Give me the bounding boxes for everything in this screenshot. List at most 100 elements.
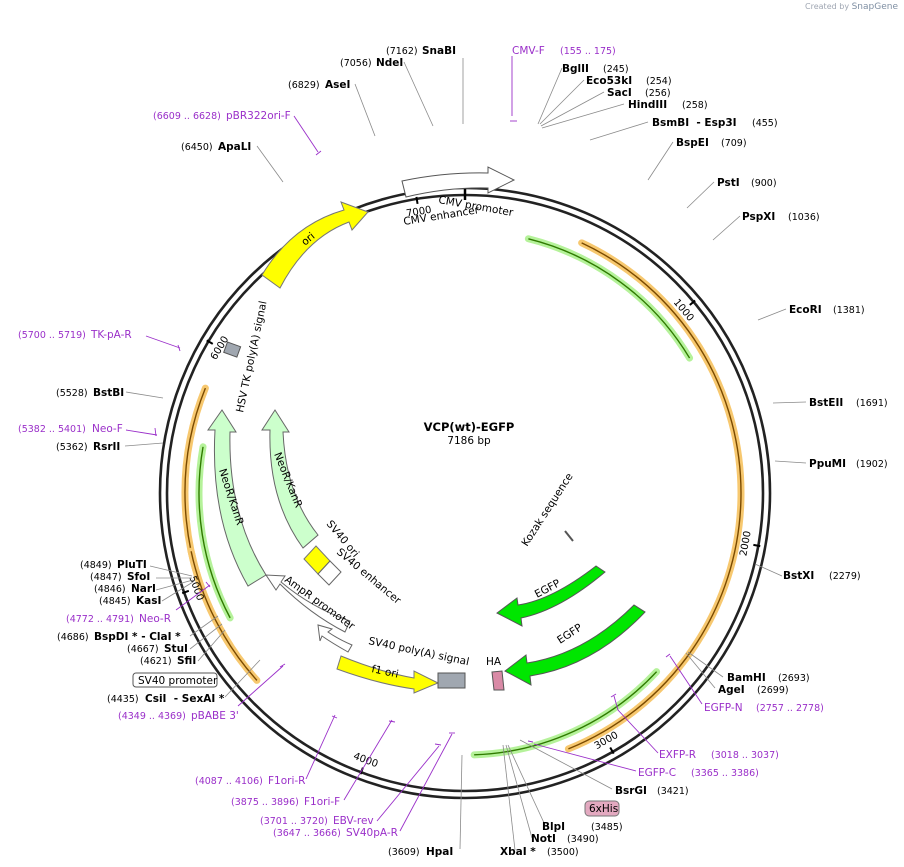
ampr-promoter-label: AmpR promoter [282, 574, 357, 633]
enzyme-name: HpaI [426, 846, 453, 858]
enzyme-pos: (5528) [56, 388, 88, 399]
primer-range: (5700 .. 5719) [18, 330, 86, 341]
enzyme-pos: (5362) [56, 442, 88, 453]
enzyme-pos: (3490) [567, 834, 599, 845]
primer-name: SV40pA-R [346, 827, 398, 839]
enzyme-name: BsrGI [615, 785, 647, 797]
egfp-arrow-1 [496, 565, 606, 627]
tick-mark [181, 589, 190, 595]
enzyme-pos: (4621) [140, 656, 172, 667]
sv40-enhancer-label: SV40 enhancer [334, 546, 403, 607]
enzyme-name: RsrII [93, 441, 120, 453]
enzyme-pos: (7056) [340, 58, 372, 69]
enzyme-name: PspXI [742, 211, 775, 223]
tick-label: 4000 [352, 751, 380, 770]
his-tag-box [584, 800, 620, 817]
enzyme-pos: (1902) [856, 459, 888, 470]
primer-name: EGFP-C [638, 767, 676, 779]
neo-outer-arrow [207, 409, 267, 587]
orf-main-line [568, 242, 742, 750]
enzyme-pos: (4847) [90, 572, 122, 583]
egfp-label-2: EGFP [555, 622, 584, 647]
enzyme-name: XbaI * [500, 846, 536, 858]
plasmid-length: 7186 bp [447, 435, 491, 447]
primer-range: (3701 .. 3720) [260, 816, 328, 827]
sv40-promoter-box [132, 672, 218, 688]
enzyme-name: PstI [717, 177, 740, 189]
enzyme-name: BsmBI - Esp3I [652, 117, 737, 129]
enzyme-name: BamHI [727, 672, 766, 684]
enzyme-pos: (2693) [778, 673, 810, 684]
tick-mark [689, 299, 696, 306]
primer-name: Neo-F [92, 423, 123, 435]
enzyme-pos: (1381) [833, 305, 865, 316]
enzyme-name: SfiI [177, 655, 196, 667]
enzyme-pos: (709) [721, 138, 747, 149]
enzyme-name: BstBI [93, 387, 124, 399]
enzyme-name: PpuMI [809, 458, 846, 470]
ha-block [491, 670, 505, 691]
sv40-promoter-label: SV40 promoter [138, 675, 218, 687]
enzyme-pos: (3500) [547, 847, 579, 858]
enzyme-name: AgeI [718, 684, 745, 696]
enzyme-name: KasI [136, 595, 161, 607]
sv40-enhancer-block [317, 560, 342, 586]
primer-name: F1ori-F [304, 796, 340, 808]
ha-label: HA [486, 656, 502, 668]
enzyme-pos: (1036) [788, 212, 820, 223]
enzyme-pos: (254) [646, 76, 672, 87]
primer-range: (2757 .. 2778) [756, 703, 824, 714]
primer-name: EBV-rev [333, 815, 374, 827]
primer-name: pBR322ori-F [226, 110, 291, 122]
enzyme-name: AseI [325, 79, 350, 91]
plasmid-name: VCP(wt)-EGFP [424, 420, 515, 434]
enzyme-pos: (4845) [99, 596, 131, 607]
enzyme-name: NotI [531, 833, 556, 845]
enzyme-pos: (900) [751, 178, 777, 189]
ampr-promoter-arrow [265, 574, 351, 633]
credit-prefix: Created by [805, 2, 850, 11]
enzyme-pos: (258) [682, 100, 708, 111]
enzyme-name: StuI [164, 643, 188, 655]
tick-label: 5000 [186, 575, 205, 603]
enzyme-name: EcoRI [789, 304, 822, 316]
f1-ori-arrow [336, 655, 440, 694]
primer-range: (3647 .. 3666) [273, 828, 341, 839]
cmv-enhancer-arrow [401, 166, 516, 198]
enzyme-pos: (3421) [657, 786, 689, 797]
sv40-polya-box [437, 672, 466, 689]
hsv-tk-box [223, 341, 242, 358]
enzyme-name: PluTI [117, 559, 147, 571]
ori-arrow [261, 201, 369, 289]
primer-range: (4087 .. 4106) [195, 776, 263, 787]
enzyme-pos: (3609) [388, 847, 420, 858]
enzyme-pos: (4667) [127, 644, 159, 655]
tick-mark [609, 746, 615, 755]
primer-range: (5382 .. 5401) [18, 424, 86, 435]
enzyme-name: BstEII [809, 397, 843, 409]
primer-leaders [125, 56, 703, 832]
enzyme-name: ApaLI [218, 141, 251, 153]
tick-label: 2000 [738, 530, 753, 557]
enzyme-name: CsiI - SexAI * [145, 693, 225, 705]
labels: VCP(wt)-EGFP 7186 bp (7162) SnaBI (7056)… [18, 45, 888, 858]
primer-range: (155 .. 175) [560, 46, 616, 57]
enzyme-leaders [124, 58, 807, 851]
hsv-tk-label: HSV TK poly(A) signal [234, 300, 269, 414]
primer-name: EGFP-N [704, 702, 743, 714]
enzyme-pos: (2699) [757, 685, 789, 696]
enzyme-pos: (1691) [856, 398, 888, 409]
orf-left-mid-line [190, 551, 258, 681]
primer-name: EXFP-R [659, 749, 696, 761]
enzyme-name: Eco53kI [586, 75, 632, 87]
backbone-outer [158, 186, 772, 800]
orf-left-inner-line [198, 446, 231, 619]
enzyme-pos: (2279) [829, 571, 861, 582]
enzyme-pos: (4846) [94, 584, 126, 595]
enzyme-name: BstXI [783, 570, 814, 582]
enzyme-name: SnaBI [422, 45, 456, 57]
enzyme-name: SacI [607, 87, 632, 99]
enzyme-name: BspEI [676, 137, 709, 149]
neo-inner-arrow [261, 409, 319, 549]
tick-mark [206, 339, 214, 345]
